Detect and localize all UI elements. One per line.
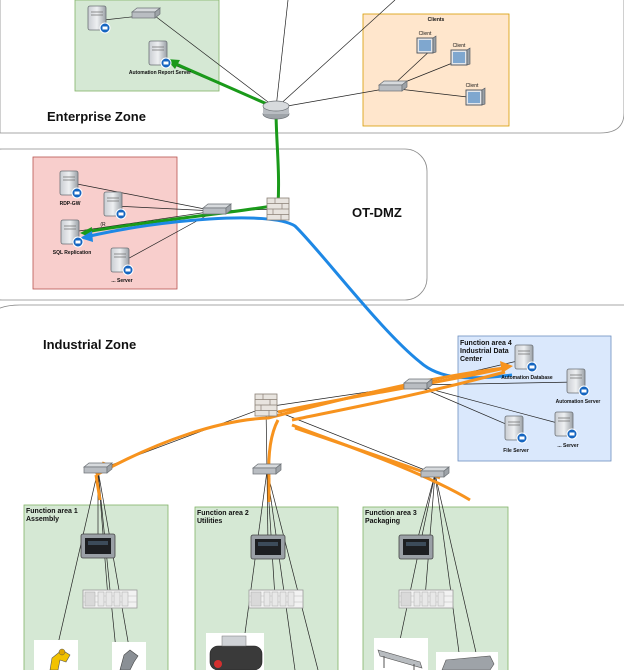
industrial-firewall-icon[interactable] [254, 393, 278, 417]
industrial-zone-outline [0, 304, 624, 309]
blue-flow [89, 216, 513, 380]
clients-group-label: Clients [428, 17, 445, 23]
fa2-hmi-panel-icon[interactable] [250, 534, 286, 560]
dmz-firewall-icon[interactable] [266, 197, 290, 221]
ot-dmz-zone-outline [0, 148, 428, 301]
automation-database-label: Automation Database [501, 375, 553, 381]
enterprise-zone-label: Enterprise Zone [47, 109, 146, 124]
enterprise-switch-icon[interactable] [131, 7, 161, 19]
fa3-hmi-panel-icon[interactable] [398, 534, 434, 560]
fa4-title-line1: Function area 4 [460, 340, 512, 347]
client-label-1: Client [419, 31, 432, 37]
fa1-title-line2: Assembly [26, 516, 59, 523]
fa1-robot-arm-icon[interactable] [34, 640, 78, 670]
fa2-plc-icon[interactable] [248, 589, 304, 609]
sql-replication-label: SQL Replication [53, 250, 92, 256]
dmz-other-server-label: ... Server [111, 278, 132, 284]
client-icon-2[interactable] [450, 47, 471, 66]
fa3-packaging-machine-icon[interactable] [436, 652, 498, 670]
fa1-plc-icon[interactable] [82, 589, 138, 609]
fa3-conveyor-icon[interactable] [374, 638, 428, 670]
fa3-switch-icon[interactable] [420, 466, 450, 478]
automation-report-server-label: Automation Report Server [129, 70, 191, 76]
fa1-title-line1: Function area 1 [26, 508, 78, 515]
ot-dmz-zone-label: OT-DMZ [352, 205, 402, 220]
fa3-title-line1: Function area 3 [365, 510, 417, 517]
client-icon-1[interactable] [416, 35, 437, 54]
fa1-robot-gripper-icon[interactable] [112, 642, 146, 670]
dmz-partial-label: (R [100, 222, 106, 228]
fa3-title-line2: Packaging [365, 518, 400, 525]
client-label-3: Client [466, 83, 479, 89]
fa1-switch-icon[interactable] [83, 462, 113, 474]
fa2-title-line2: Utilities [197, 518, 222, 525]
client-label-2: Client [453, 43, 466, 49]
datacenter-switch-icon[interactable] [403, 378, 433, 390]
fa4-title-line3: Center [460, 356, 482, 363]
function-area-4-box [457, 335, 612, 462]
rdp-gw-label: RDP-GW [60, 201, 81, 207]
automation-server-label: Automation Server [556, 399, 601, 405]
enterprise-router-icon[interactable] [262, 100, 290, 120]
fa2-switch-icon[interactable] [252, 463, 282, 475]
orange-flow [94, 366, 506, 502]
fa4-title-line2: Industrial Data [460, 348, 509, 355]
fa1-hmi-panel-icon[interactable] [80, 533, 116, 559]
industrial-zone-label: Industrial Zone [43, 337, 136, 352]
orange-arrowhead-db [500, 361, 513, 373]
clients-switch-icon[interactable] [378, 80, 408, 92]
fa4-other-server-label: ... Server [557, 443, 578, 449]
fa2-boiler-icon[interactable] [206, 633, 264, 670]
fa2-title-line1: Function area 2 [197, 510, 249, 517]
file-server-label: File Server [503, 448, 529, 454]
fa3-plc-icon[interactable] [398, 589, 454, 609]
dmz-switch-icon[interactable] [202, 203, 232, 215]
client-icon-3[interactable] [465, 87, 486, 106]
clients-box [362, 13, 510, 127]
blue-arrowhead-sql [80, 231, 93, 242]
